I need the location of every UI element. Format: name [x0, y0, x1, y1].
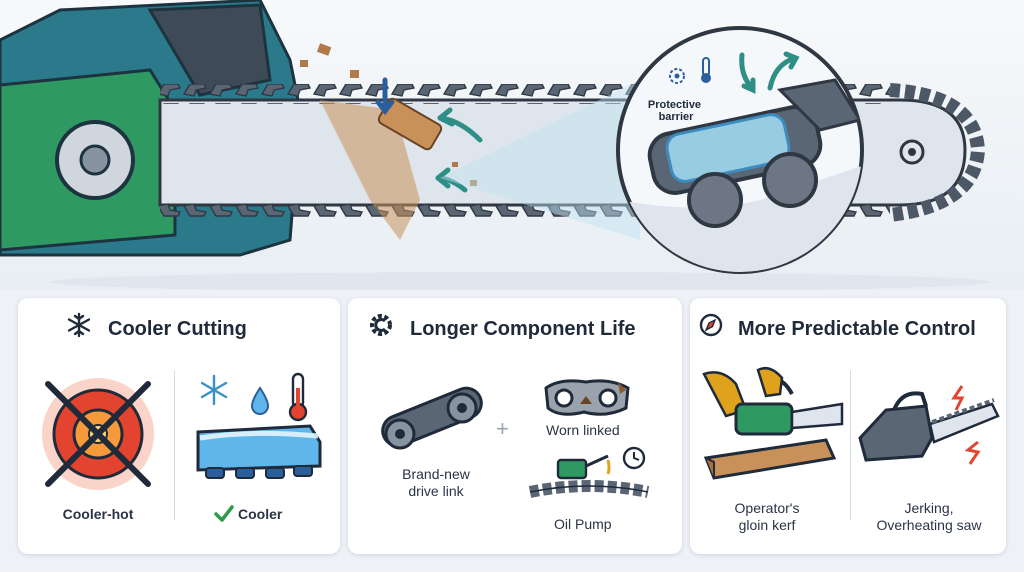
divider [850, 370, 851, 520]
gear-small-icon [669, 68, 685, 84]
cooling-arrows [739, 51, 800, 94]
cooler-caption: Cooler [238, 506, 283, 522]
panel-cooler-cutting: Cooler Cutting Cooler-hot Cooler [18, 298, 340, 554]
plus-icon: + [496, 416, 509, 441]
operator-caption-line1: Operator's [734, 500, 800, 516]
cooled-chain-illustration [196, 372, 322, 479]
thermometer-small-icon [701, 57, 711, 83]
jerking-caption-line2: Overheating saw [876, 517, 982, 533]
new-link-caption-line2: drive link [408, 483, 464, 499]
thermometer-icon [288, 372, 308, 422]
cooler-hot-caption: Cooler-hot [62, 506, 134, 522]
overheated-part-crossed [42, 378, 154, 490]
wood-chips [300, 43, 477, 240]
spark-icon [951, 385, 965, 411]
jerking-saw-illustration [858, 385, 1000, 465]
snowflake-icon [200, 374, 228, 406]
jerking-caption: Jerking, Overheating saw [866, 500, 992, 534]
callout-label: Protective barrier [648, 99, 704, 123]
gear-c-icon [370, 314, 392, 336]
oil-pump-illustration [528, 446, 650, 498]
water-drop-icon [250, 386, 270, 415]
airflow-arrows [375, 77, 483, 193]
compass-icon [699, 313, 723, 337]
new-link-caption-line1: Brand-new [402, 466, 470, 482]
worn-link-illustration [544, 379, 630, 416]
panel-more-predictable-control: More Predictable Control Operator's gloi… [690, 298, 1006, 554]
panel-title: More Predictable Control [738, 318, 976, 340]
checkmark-icon [214, 505, 234, 522]
divider [174, 370, 175, 520]
new-link-caption: Brand-new drive link [386, 466, 486, 500]
snowflake-icon [67, 312, 91, 338]
worn-link-caption: Worn linked [546, 422, 620, 438]
chainsaw-hero-illustration: Protective barrier [0, 0, 1024, 290]
panel-title: Cooler Cutting [108, 318, 247, 340]
spark-icon [964, 440, 981, 465]
sprocket-icon [899, 139, 925, 165]
clock-icon [622, 446, 646, 470]
oil-can-icon [556, 454, 611, 480]
oil-pump-caption: Oil Pump [554, 516, 612, 532]
operator-caption: Operator's gloin kerf [712, 500, 822, 534]
new-drive-link-illustration [381, 386, 483, 450]
operator-caption-line2: gloin kerf [738, 517, 796, 533]
jerking-caption-line1: Jerking, [904, 500, 954, 516]
panel-title: Longer Component Life [410, 318, 636, 340]
panel-longer-component-life: Longer Component Life Brand-new drive li… [348, 298, 682, 554]
operator-cutting-log-illustration [702, 367, 844, 480]
